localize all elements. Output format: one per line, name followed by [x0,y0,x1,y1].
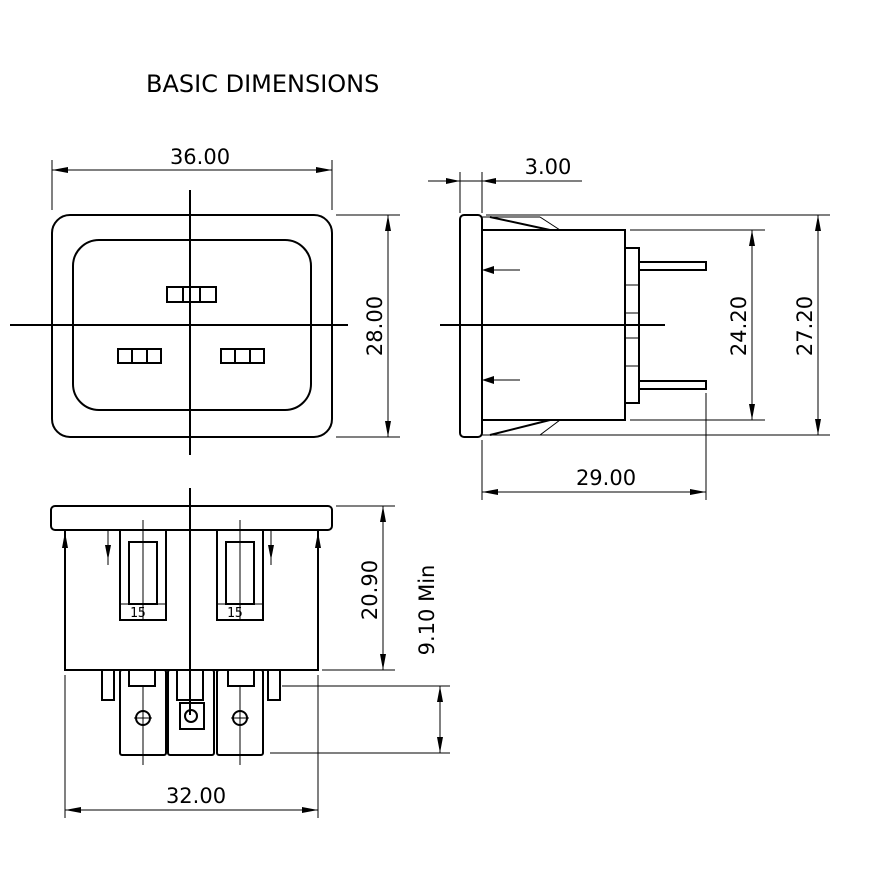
dimension-side-outer-height: 27.20 [486,214,830,436]
terminal-right-label: 15 [227,606,243,621]
bottom-contact-right: 15 [216,520,264,621]
right-contact-slot [220,348,265,364]
dim-terminal-length-label: 9.10 Min [415,565,439,656]
drawing-title: BASIC DIMENSIONS [146,70,379,98]
dimension-side-inner-height: 24.20 [630,229,765,421]
bottom-contact-left: 15 [119,520,167,621]
side-latch-top [489,216,551,231]
dimension-side-flange: 3.00 [428,155,582,213]
dim-bottom-width-label: 32.00 [166,784,226,808]
left-contact-slot [117,348,162,364]
bottom-flange [50,505,333,531]
dimension-bottom-height: 20.90 [322,505,395,671]
dim-bottom-height-label: 20.90 [358,560,382,620]
side-terminal-bottom [639,380,707,390]
side-view: 3.00 24.20 27.20 29.00 [428,155,830,500]
dim-front-height-label: 28.00 [363,296,387,356]
dim-side-outer-height-label: 27.20 [793,296,817,356]
bottom-view: 15 15 [50,488,450,818]
dimension-terminal-length: 9.10 Min [270,565,450,754]
terminal-left-label: 15 [130,606,146,621]
dim-front-width-label: 36.00 [170,145,230,169]
bottom-body [64,530,319,671]
dimension-bottom-width: 32.00 [64,675,319,818]
top-contact-slot [166,286,217,303]
dim-side-inner-height-label: 24.20 [727,296,751,356]
front-view: 36.00 28.00 [10,145,400,455]
dim-side-depth-label: 29.00 [576,466,636,490]
side-terminal-top [639,261,707,271]
side-latch-bottom [489,419,551,436]
bottom-terminals [101,669,281,765]
dim-side-flange-label: 3.00 [525,155,572,179]
dimension-front-width: 36.00 [51,145,333,210]
dimension-side-depth: 29.00 [481,393,707,500]
dimension-front-height: 28.00 [336,214,400,438]
